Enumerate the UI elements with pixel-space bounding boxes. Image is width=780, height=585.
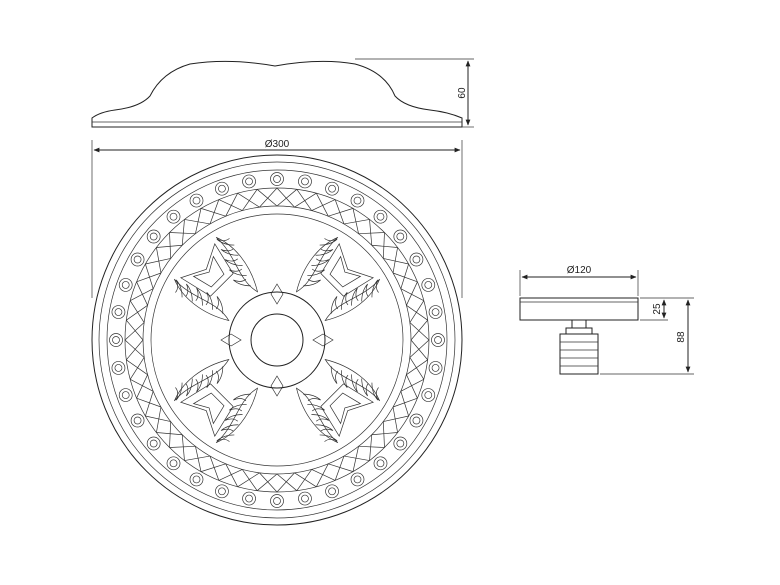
rose-height-label: 60 <box>457 87 468 99</box>
rose-diameter-label: Ø300 <box>265 139 290 150</box>
rose-height-dimension: 60 <box>355 58 474 128</box>
canopy-height-dimension: 25 <box>640 297 694 321</box>
canopy-diameter-label: Ø120 <box>567 265 592 276</box>
total-height-label: 88 <box>676 331 687 343</box>
canopy-side-view <box>519 297 639 375</box>
canopy-diameter-dimension: Ø120 <box>519 265 639 296</box>
centre-boss-outer <box>228 291 326 389</box>
rose-side-profile <box>91 60 463 128</box>
acanthus-ornament <box>174 237 380 443</box>
centre-boss-inner <box>250 313 304 367</box>
rose-top-view <box>91 154 463 526</box>
lattice-band <box>124 187 430 493</box>
bead-ring <box>109 172 445 508</box>
total-height-dimension: 88 <box>600 299 694 375</box>
rose-diameter-dimension: Ø300 <box>91 139 463 298</box>
canopy-height-label: 25 <box>652 303 663 315</box>
